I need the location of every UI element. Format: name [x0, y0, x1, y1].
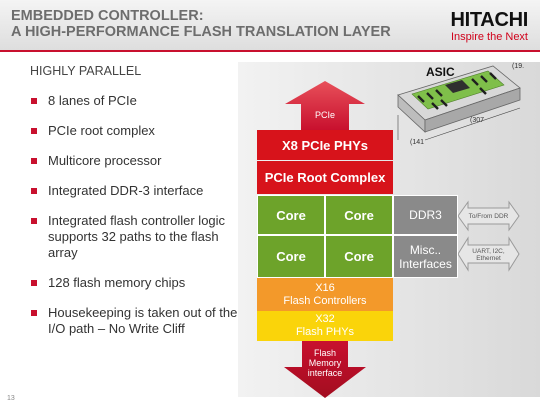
bullet-text: Integrated DDR-3 interface	[48, 183, 204, 198]
bullet-text: PCIe root complex	[48, 123, 155, 138]
flash-phys-block: X32 Flash PHYs	[257, 311, 393, 341]
bullet-square-icon	[31, 188, 37, 194]
bullet-item: 128 flash memory chips	[30, 275, 245, 291]
asic-board-image	[397, 65, 521, 141]
bullet-square-icon	[31, 218, 37, 224]
bullet-text: Housekeeping is taken out of the I/O pat…	[48, 305, 238, 336]
hitachi-logo: HITACHI	[450, 9, 528, 31]
bullet-text: Multicore processor	[48, 153, 162, 168]
section-subtitle: HIGHLY PARALLEL	[30, 64, 142, 78]
ddr3-block: DDR3	[393, 195, 458, 235]
bullet-square-icon	[31, 158, 37, 164]
bullet-item: Integrated flash controller logic suppor…	[30, 213, 245, 261]
title-line-2: A HIGH-PERFORMANCE FLASH TRANSLATION LAY…	[11, 24, 391, 40]
bullet-item: 8 lanes of PCIe	[30, 93, 245, 109]
core-block-2: Core	[325, 195, 393, 235]
flash-controllers-block: X16 Flash Controllers	[257, 278, 393, 311]
core-block-3: Core	[257, 235, 325, 278]
misc-double-arrow	[457, 236, 520, 272]
ddr-double-arrow	[457, 200, 520, 232]
logo-tagline: Inspire the Next	[450, 31, 528, 43]
title-line-1: EMBEDDED CONTROLLER:	[11, 8, 204, 24]
slide-header: EMBEDDED CONTROLLER: A HIGH-PERFORMANCE …	[0, 0, 540, 50]
core-block-1: Core	[257, 195, 325, 235]
pcie-phys-block: X8 PCIe PHYs	[257, 130, 393, 160]
pcie-root-complex-block: PCIe Root Complex	[257, 161, 393, 194]
slide-title: EMBEDDED CONTROLLER: A HIGH-PERFORMANCE …	[11, 8, 391, 40]
bullet-item: PCIe root complex	[30, 123, 245, 139]
bullet-text: 8 lanes of PCIe	[48, 93, 137, 108]
bullet-item: Housekeeping is taken out of the I/O pat…	[30, 305, 245, 337]
pcie-arrow-label: PCIe	[314, 110, 335, 120]
ddr-arrow-label: To/From DDR	[468, 213, 509, 220]
page-number: 13	[7, 395, 15, 402]
core-block-4: Core	[325, 235, 393, 278]
bullet-square-icon	[31, 280, 37, 286]
pcie-up-arrow	[285, 81, 365, 130]
asic-dimension-length: (307	[470, 117, 485, 124]
asic-dimension-width: (141	[410, 139, 425, 146]
header-divider	[0, 50, 540, 52]
misc-arrow-label: UART, I2C, Ethernet	[472, 248, 505, 262]
asic-dimension-top: (19.	[512, 63, 525, 70]
bullet-square-icon	[31, 128, 37, 134]
flash-down-arrow	[284, 341, 366, 398]
bullet-square-icon	[31, 98, 37, 104]
flash-arrow-label: Flash Memory interface	[307, 348, 343, 378]
bullet-text: Integrated flash controller logic suppor…	[48, 213, 226, 260]
bullet-text: 128 flash memory chips	[48, 275, 186, 290]
bullet-square-icon	[31, 310, 37, 316]
bullet-list: 8 lanes of PCIe PCIe root complex Multic…	[30, 93, 245, 351]
bullet-item: Multicore processor	[30, 153, 245, 169]
bullet-item: Integrated DDR-3 interface	[30, 183, 245, 199]
asic-label: ASIC	[426, 65, 455, 79]
misc-interfaces-block: Misc.. Interfaces	[393, 235, 458, 278]
